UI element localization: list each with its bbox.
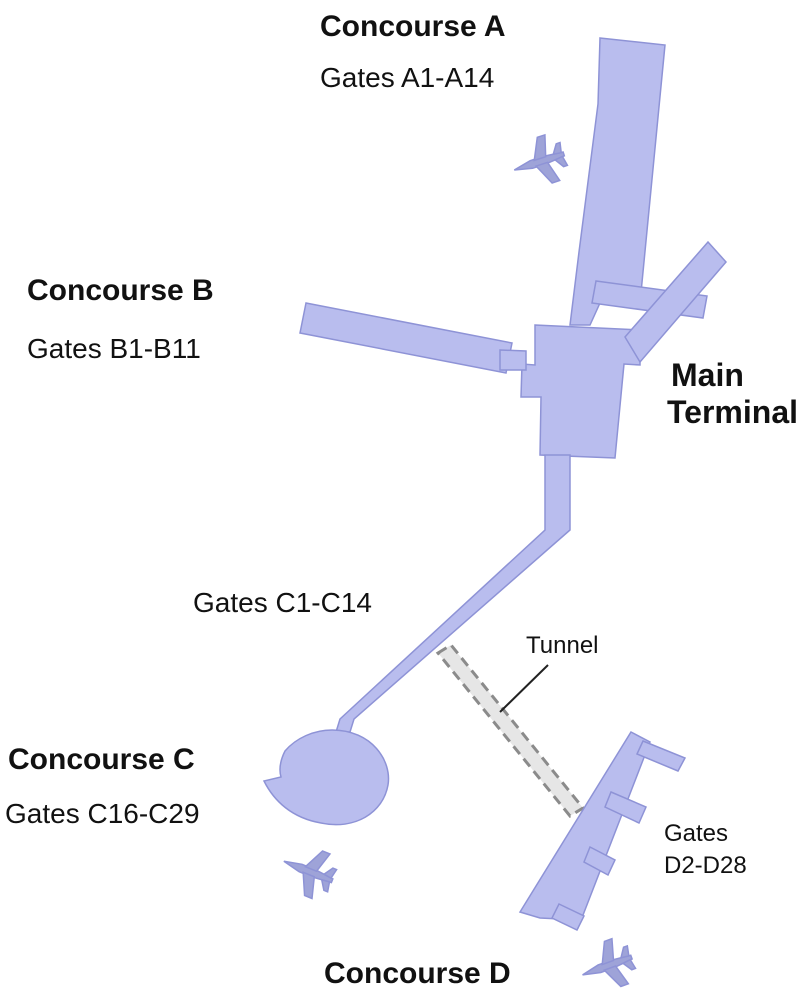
terminal-branch-building [624, 240, 727, 364]
concourse-b-building [299, 302, 513, 374]
airplane-icon [283, 850, 338, 900]
concourse-c-title: Concourse C [8, 743, 195, 776]
concourse-c-gates: Gates C16-C29 [5, 798, 200, 829]
main-terminal-building [520, 324, 641, 459]
concourse-a-title: Concourse A [320, 10, 506, 43]
airplane-icon [582, 937, 637, 988]
concourse-c-building [262, 729, 390, 826]
concourse-d-gate-stub-2 [604, 791, 647, 825]
gates-d-line-2: D2-D28 [664, 852, 747, 880]
gates-d-label: Gates D2-D28 [664, 818, 747, 883]
main-terminal-line-2: Terminal [667, 393, 798, 430]
tunnel-to-concourse-d [435, 643, 586, 818]
tunnel-label-leader [499, 664, 549, 713]
gates-c1-c14-label: Gates C1-C14 [193, 587, 372, 618]
concourse-d-gate-stub-3 [583, 845, 616, 877]
concourse-d-gate-stub-1 [635, 740, 687, 772]
concourse-d-gate-stub-4 [550, 903, 586, 931]
concourse-a-building [569, 37, 666, 326]
gates-d-line-1: Gates [664, 820, 729, 847]
concourse-a-gates: Gates A1-A14 [320, 62, 495, 93]
airplane-icon [513, 133, 569, 184]
main-terminal-line-1: Main [671, 357, 744, 393]
tunnel-label: Tunnel [526, 632, 599, 659]
concourse-b-title: Concourse B [27, 274, 214, 307]
concourse-d-title: Concourse D [324, 957, 511, 990]
main-terminal-title: Main Terminal [667, 357, 798, 431]
concourse-b-connector [499, 349, 527, 371]
concourse-b-gates: Gates B1-B11 [27, 333, 201, 364]
